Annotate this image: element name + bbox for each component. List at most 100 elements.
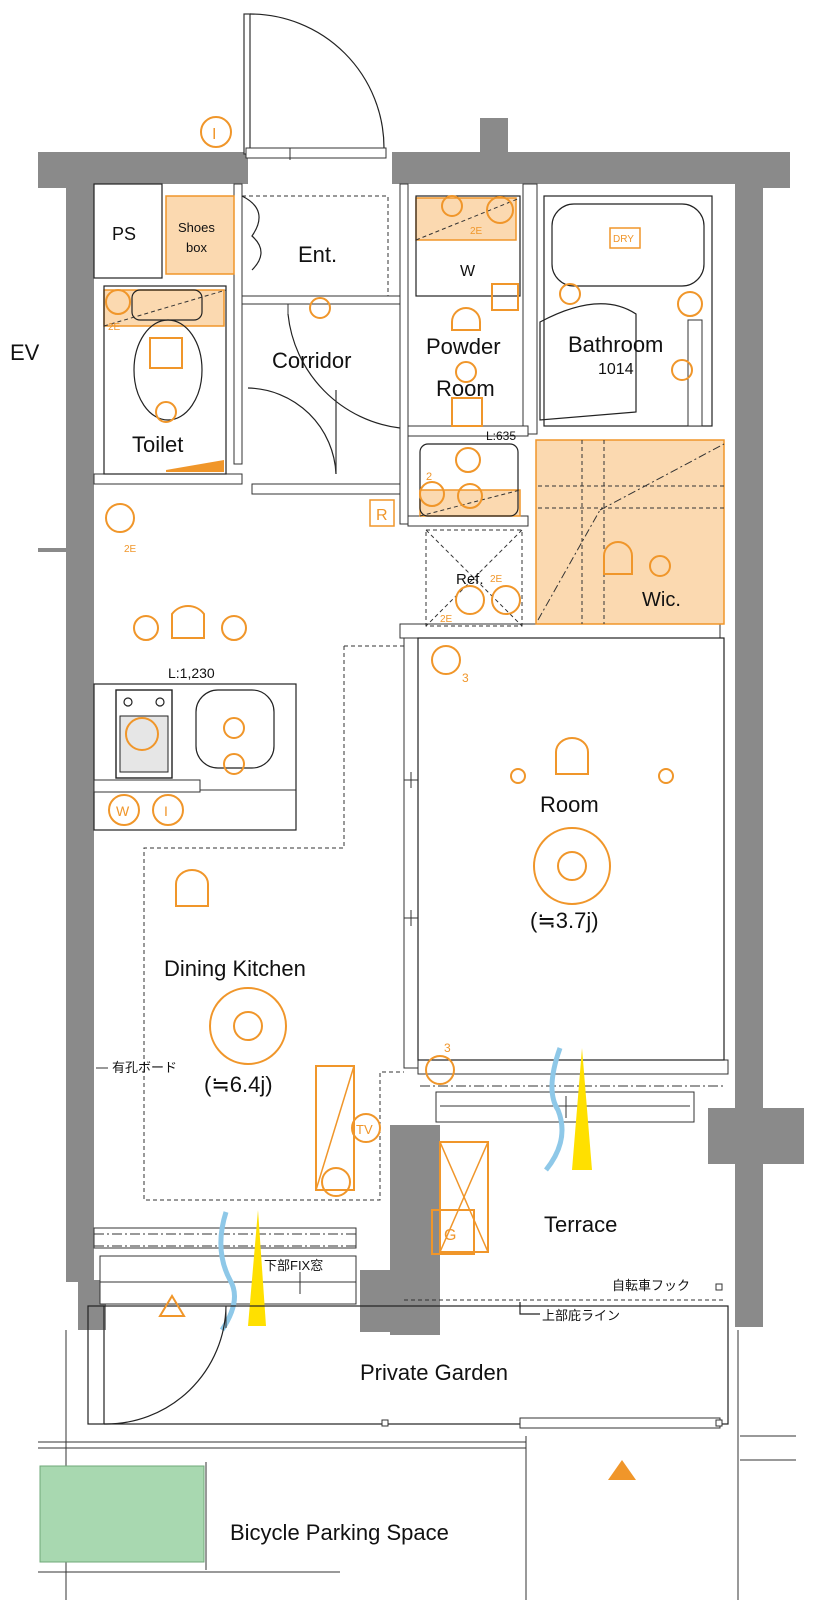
ps-box [93,183,163,279]
ref-label: Ref. [456,571,484,588]
toilet-light [155,401,177,423]
entrance-door [243,13,387,160]
washer-shelf [415,197,517,241]
three-window: 3 [444,1041,451,1055]
washbasin [419,443,519,517]
airflow-blue-room [544,1047,565,1172]
ref-outlet [455,585,485,615]
shoes-box-label: Shoes [178,220,215,235]
two-e-ref-1: 2E [490,574,503,585]
ceiling-light-entrance [309,297,331,319]
corridor-label: Corridor [272,348,351,373]
dk-outlet-1 [105,503,135,533]
stove-burner [125,717,159,751]
toilet-outlet [105,289,131,315]
r-mark [369,499,395,527]
private-garden-area [87,1305,729,1425]
shoes-box [165,195,235,275]
vanity-fan [457,483,483,509]
wic-label: Wic. [642,589,681,611]
bathroom-door [539,303,637,421]
washer-label: W [460,263,476,280]
room-size-label: (≒3.7j) [530,908,599,933]
bedroom-window [435,1091,695,1123]
bathroom-room [543,195,713,427]
two-powder: 2 [426,471,432,483]
toilet-label: Toilet [132,432,183,457]
gas-meter [431,1209,475,1255]
room-downlight-1 [510,768,526,784]
toilet-door-swing [247,387,337,475]
three-room: 3 [462,671,469,685]
electrical-symbols: I 2E 2E 2 2E 2E 2E [105,116,703,1197]
shoes-box-label-2: box [186,240,207,255]
powder-room-label-2: Room [436,376,495,401]
bicycle-hook-label: 自転車フック [612,1278,690,1293]
toilet-fan [149,337,183,369]
shoe-box-doors [241,195,262,271]
room-outlet-2 [425,1055,455,1085]
light-yellow-dk [248,1210,266,1326]
walk-in-closet [535,439,725,625]
r-label: R [376,507,388,524]
two-e-washer: 2E [470,226,483,237]
dk-ceiling-light [209,987,287,1065]
dk-size-label: (≒6.4j) [204,1072,273,1097]
two-e-toilet: 2E [108,322,121,333]
powder-room-label: Powder [426,334,501,359]
washer-c-outlet [491,283,519,311]
entry-arrow-parking [608,1460,636,1480]
powder-bracket-light [451,307,481,331]
entry-arrow-garden [158,1294,186,1317]
room-bracket [555,737,589,775]
bathroom-fan [677,291,703,317]
toilet-bowl [133,319,203,421]
two-e-dk: 2E [124,544,137,555]
dk-outlet-tv [321,1167,351,1197]
kitchen-counter [93,683,297,831]
washer-light [441,195,463,217]
room-bedroom [417,637,725,1061]
water-heater-remote [108,794,140,826]
wic-bracket [603,541,633,575]
i-top-label: I [212,126,216,143]
room-downlight-2 [658,768,674,784]
kitchen-sink [195,689,275,769]
wic-light [649,555,671,577]
range-hood [223,753,245,775]
upper-eave-label: 上部庇ライン [542,1308,620,1323]
vanity-outlet [419,481,445,507]
ent-label: Ent. [298,242,337,267]
bicycle-parking-label: Bicycle Parking Space [230,1520,449,1545]
entrance-floor [241,195,389,297]
terrace-label: Terrace [544,1212,617,1237]
washer-outlet [486,196,514,224]
interphone-kitchen [152,794,184,826]
bathtub [551,203,705,287]
l635-label: L:635 [486,429,516,443]
tv-label: TV [356,1122,373,1137]
toilet-step [166,460,224,472]
downlight-2 [221,615,247,641]
bathroom-light [559,283,581,305]
g-label: G [444,1227,456,1244]
i-outlet-label: I [164,803,168,819]
powder-fan [451,397,483,427]
bathroom-bracket [671,359,693,381]
interphone-outlet [200,116,232,148]
room-outlet-1 [431,645,461,675]
two-e-ref-2: 2E [440,614,453,625]
tv-outlet [351,1113,381,1143]
light-yellow-room [572,1048,592,1170]
toilet-room [103,285,227,475]
toilet-tank [131,289,203,321]
walls [38,118,804,1335]
room-label: Room [540,792,599,817]
garden-door-swing [103,1305,227,1425]
downlight-1 [133,615,159,641]
l1230-label: L:1,230 [168,665,215,681]
room-ceiling-light [533,827,611,905]
airflow-blue-dk [218,1211,237,1332]
vanity-light [455,447,481,473]
